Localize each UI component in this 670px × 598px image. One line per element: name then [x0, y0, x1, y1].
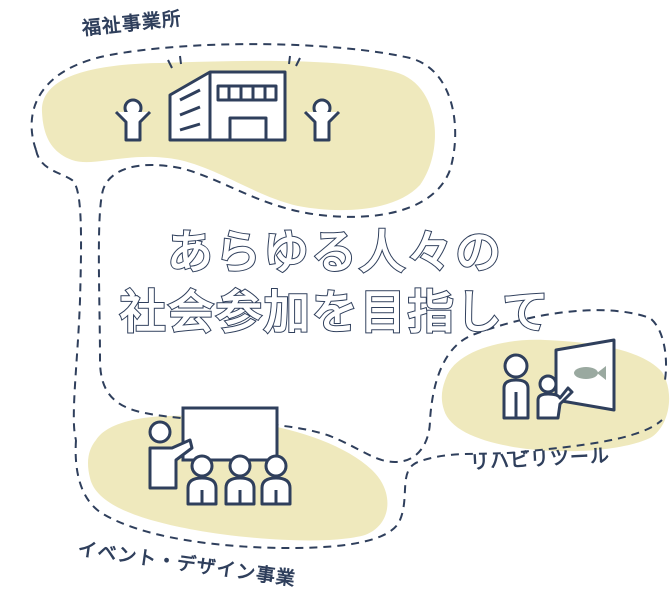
person-cheering-icon — [303, 98, 341, 142]
headline-line-2: 社会参加を目指して — [119, 284, 551, 340]
person-cheering-icon — [114, 98, 152, 142]
fish-icon — [574, 366, 606, 380]
audience-icon — [186, 454, 292, 506]
headline-line-1: あらゆる人々の — [166, 224, 503, 280]
dashed-route — [30, 43, 668, 550]
route-bottom — [74, 419, 663, 550]
route-inner — [35, 149, 83, 441]
route-outer — [30, 43, 668, 464]
adult-icon — [502, 353, 530, 420]
building-icon — [168, 70, 287, 142]
building-sparkles — [167, 55, 301, 69]
presenter-icon — [148, 420, 194, 490]
child-icon — [536, 374, 574, 420]
whiteboard-icon — [181, 406, 279, 462]
